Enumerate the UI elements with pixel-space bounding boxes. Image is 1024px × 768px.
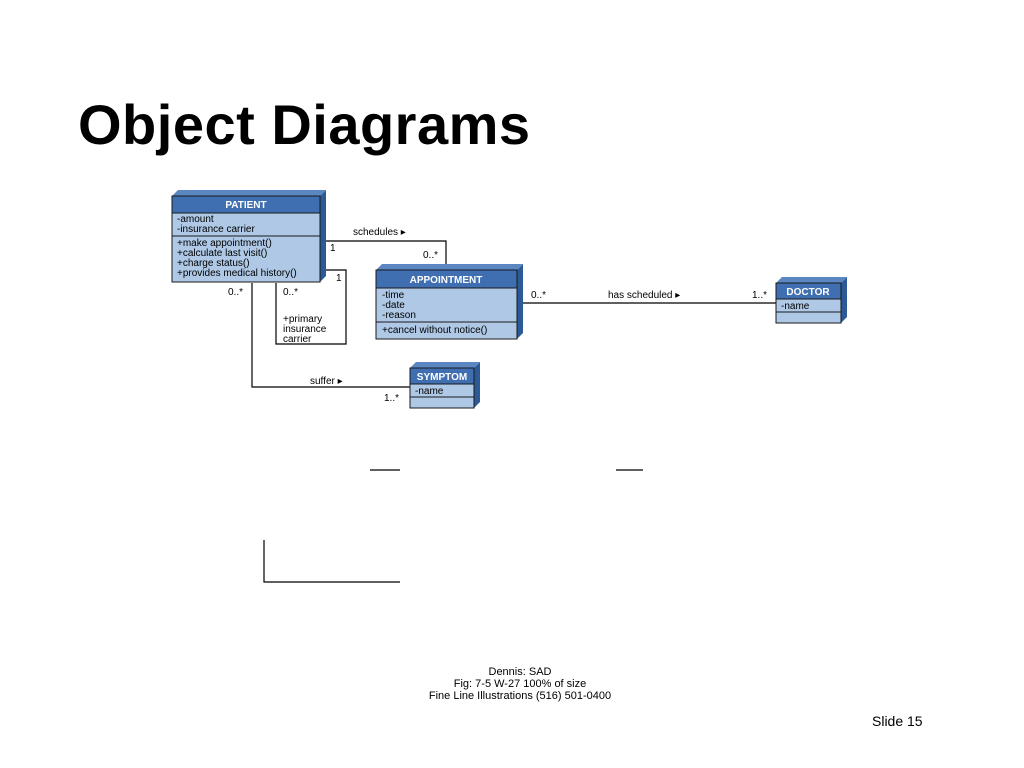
schedules-mult-a: 1 (330, 243, 336, 254)
patient-name: PATIENT (225, 200, 266, 211)
self-role-3: carrier (283, 334, 312, 345)
schedules-mult-b: 0..* (423, 250, 438, 261)
patient-op: +make appointment() (177, 238, 272, 249)
slide-title: Object Diagrams (78, 93, 531, 156)
patient-op: +calculate last visit() (177, 248, 267, 259)
schedules-line (320, 240, 447, 270)
patient-op: +charge status() (177, 258, 250, 269)
figure-caption: Dennis: SAD Fig: 7-5 W-27 100% of size F… (400, 666, 640, 702)
appointment-op: +cancel without notice() (382, 325, 487, 336)
suffer-mult-a: 0..* (228, 287, 243, 298)
self-mult-b: 0..* (283, 287, 298, 298)
symptom-name: SYMPTOM (417, 372, 467, 383)
slide-number: Slide 15 (872, 713, 923, 729)
caption-line: Dennis: SAD (488, 666, 552, 678)
self-association-line (275, 269, 347, 345)
has-scheduled-label: has scheduled ▸ (608, 290, 680, 301)
appointment-attr: -reason (382, 310, 416, 321)
class-doctor: DOCTOR -name (775, 277, 847, 324)
appointment-attr: -date (382, 300, 405, 311)
self-role-2: insurance (283, 324, 327, 335)
caption-line: Fig: 7-5 W-27 100% of size (453, 678, 587, 690)
has-scheduled-mult-b: 1..* (752, 290, 767, 301)
suffer-label: suffer ▸ (310, 376, 343, 387)
link-johndoe-symptom1 (263, 540, 400, 583)
suffer-mult-b: 1..* (384, 393, 399, 404)
suffer-line (251, 283, 410, 388)
appointment-name: APPOINTMENT (410, 275, 483, 286)
caption-line: Fine Line Illustrations (516) 501-0400 (428, 690, 612, 702)
patient-attr: -amount (177, 214, 214, 225)
symptom-attr: -name (415, 386, 444, 397)
appointment-attr: -time (382, 290, 405, 301)
patient-op: +provides medical history() (177, 268, 297, 279)
has-scheduled-mult-a: 0..* (531, 290, 546, 301)
doctor-name: DOCTOR (786, 287, 830, 298)
schedules-label: schedules ▸ (353, 227, 406, 238)
self-mult-a: 1 (336, 273, 342, 284)
connectors (251, 240, 776, 583)
doctor-attr: -name (781, 301, 810, 312)
class-patient: PATIENT -amount -insurance carrier +make… (171, 190, 326, 283)
class-symptom: SYMPTOM -name (409, 362, 480, 409)
class-appointment: APPOINTMENT -time -date -reason +cancel … (375, 264, 523, 340)
patient-attr: -insurance carrier (177, 224, 255, 235)
self-role-1: +primary (283, 314, 322, 325)
